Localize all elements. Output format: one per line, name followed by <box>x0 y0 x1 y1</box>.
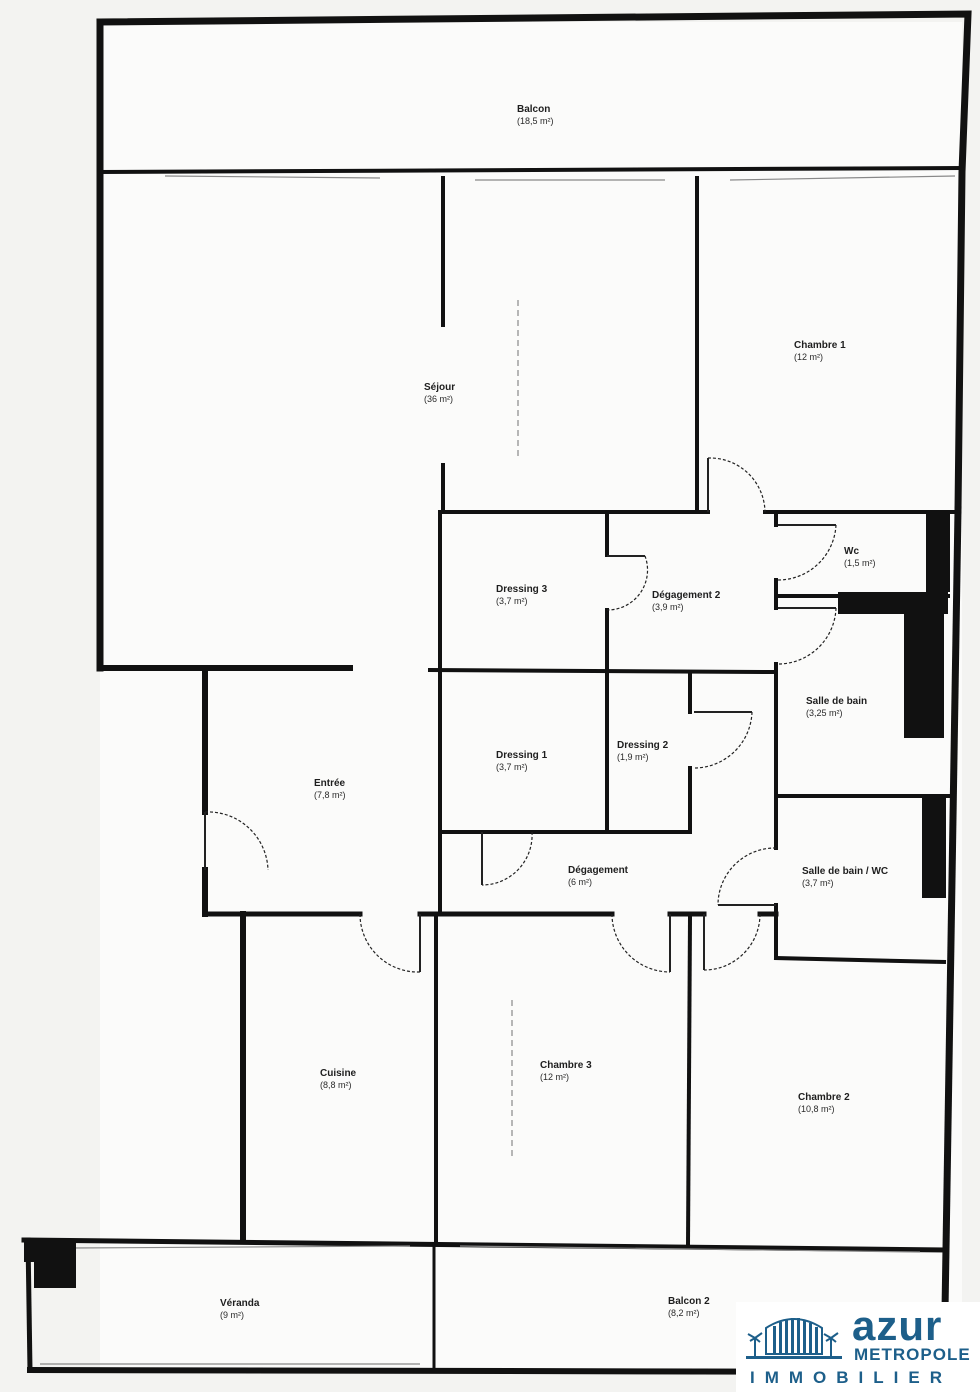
room-labels: Balcon (18,5 m²) Séjour (36 m²) Chambre … <box>220 104 888 1320</box>
wall-lower-front <box>21 1237 947 1253</box>
label-wc: Wc <box>844 546 859 557</box>
area-chambre3: (12 m²) <box>540 1072 569 1082</box>
label-dressing2: Dressing 2 <box>617 740 669 751</box>
wall-chambre3-right <box>685 915 693 1248</box>
label-veranda: Véranda <box>220 1298 260 1309</box>
area-dressing3: (3,7 m²) <box>496 596 528 606</box>
logo-brand-name: azur <box>852 1302 943 1349</box>
area-chambre2: (10,8 m²) <box>798 1104 835 1114</box>
area-degagement: (6 m²) <box>568 877 592 887</box>
area-salle-de-bain: (3,25 m²) <box>806 708 843 718</box>
label-chambre3: Chambre 3 <box>540 1060 592 1071</box>
balcon-front-wall <box>97 165 965 175</box>
wall-dressing-row-mid <box>427 667 775 675</box>
label-salle-de-bain-wc: Salle de bain / WC <box>802 866 888 877</box>
wall-sdbwc-bottom <box>773 955 947 965</box>
area-entree: (7,8 m²) <box>314 790 346 800</box>
outer-wall-east <box>940 506 962 1376</box>
building-logo-icon <box>746 1318 842 1359</box>
area-cuisine: (8,8 m²) <box>320 1080 352 1090</box>
area-veranda: (9 m²) <box>220 1310 244 1320</box>
area-wc: (1,5 m²) <box>844 558 876 568</box>
label-cuisine: Cuisine <box>320 1068 357 1079</box>
area-dressing1: (3,7 m²) <box>496 762 528 772</box>
area-chambre1: (12 m²) <box>794 352 823 362</box>
label-degagement2: Dégagement 2 <box>652 590 721 601</box>
doors <box>204 457 837 973</box>
label-degagement: Dégagement <box>568 865 629 876</box>
label-dressing1: Dressing 1 <box>496 750 548 761</box>
area-sejour: (36 m²) <box>424 394 453 404</box>
label-chambre2: Chambre 2 <box>798 1092 850 1103</box>
label-chambre1: Chambre 1 <box>794 340 846 351</box>
logo-line-metropole: METROPOLE <box>854 1345 971 1364</box>
label-balcon: Balcon <box>517 104 550 115</box>
area-balcon2: (8,2 m²) <box>668 1308 700 1318</box>
label-dressing3: Dressing 3 <box>496 584 548 595</box>
label-balcon2: Balcon 2 <box>668 1296 710 1307</box>
structural-blocks <box>24 512 950 1288</box>
area-balcon: (18,5 m²) <box>517 116 554 126</box>
area-degagement2: (3,9 m²) <box>652 602 684 612</box>
label-sejour: Séjour <box>424 382 455 393</box>
windows <box>40 175 956 1365</box>
brand-logo: azur METROPOLE IMMOBILIER <box>736 1302 980 1392</box>
door-leaves <box>204 458 836 972</box>
area-salle-de-bain-wc: (3,7 m²) <box>802 878 834 888</box>
outer-wall-top <box>96 10 972 514</box>
label-entree: Entrée <box>314 778 346 789</box>
area-dressing2: (1,9 m²) <box>617 752 649 762</box>
label-salle-de-bain: Salle de bain <box>806 696 867 707</box>
logo-line-immobilier: IMMOBILIER <box>750 1368 952 1387</box>
